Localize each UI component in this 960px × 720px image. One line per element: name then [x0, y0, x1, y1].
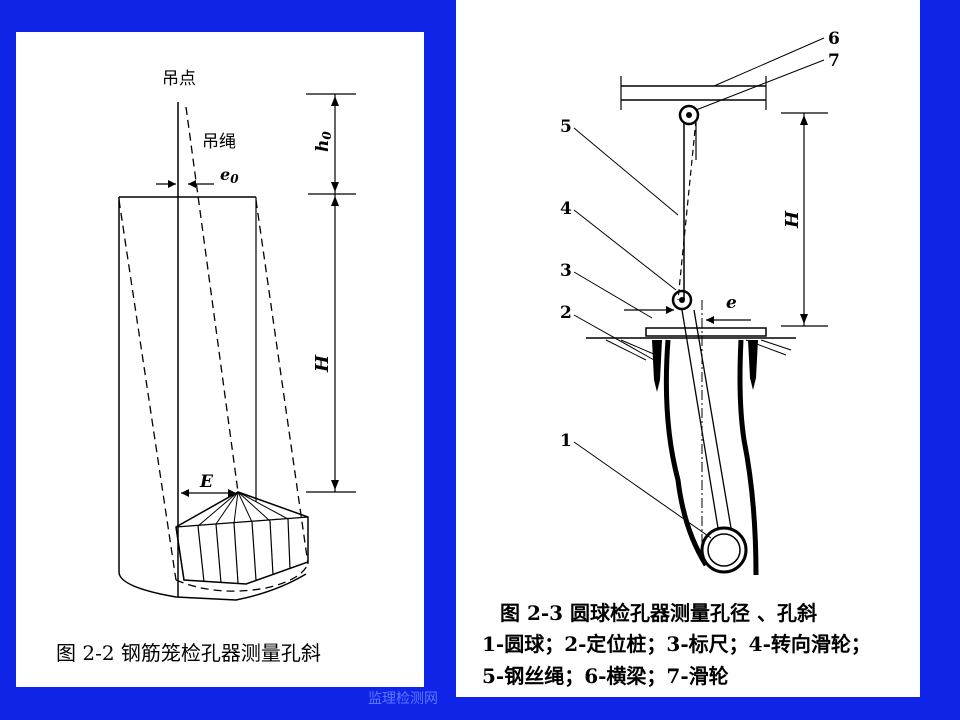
inclined-wall-left-dashed	[118, 199, 177, 581]
label-7: 7	[828, 51, 840, 71]
steering-pulley	[671, 289, 693, 311]
label-e0: e0	[220, 165, 239, 186]
label-H-right: H	[782, 210, 803, 229]
leader-2	[573, 314, 655, 361]
leader-7	[695, 59, 825, 111]
steel-cage	[175, 491, 309, 585]
leader-4	[573, 209, 677, 291]
borehole-wall-right	[737, 339, 759, 576]
watermark-text: 监理检测网	[368, 691, 438, 707]
figure-2-3-caption-legend-2: 5-钢丝绳；6-横梁；7-滑轮	[482, 664, 729, 688]
steel-cage-diagram: 吊点 吊绳 e0 h0 H E	[118, 69, 356, 601]
label-rope: 吊绳	[202, 132, 236, 152]
label-2: 2	[560, 303, 572, 323]
borehole-wall-left	[663, 339, 709, 567]
figure-2-3-caption-title: 图 2-3 圆球检孔器测量孔径 、孔斜	[500, 601, 818, 625]
figure-2-2-caption: 图 2-2 钢筋笼检孔器测量孔斜	[56, 641, 321, 665]
label-hanging-point: 吊点	[162, 69, 196, 89]
label-E: E	[199, 472, 214, 492]
leader-6	[713, 37, 825, 87]
figure-2-3-panel: 5 4 3 2 1 6 7 H e 图 2-3 圆球检孔器测量孔径 、孔斜 1-…	[456, 0, 920, 697]
top-pulley	[678, 104, 700, 126]
label-3: 3	[560, 261, 572, 281]
leader-1	[573, 441, 712, 539]
label-e: e	[726, 293, 737, 313]
positioning-pile-left	[652, 340, 662, 392]
figure-2-2-panel: 吊点 吊绳 e0 h0 H E 图 2-2 钢筋笼检孔器测量孔斜	[16, 32, 424, 687]
ball-detector-diagram: 5 4 3 2 1 6 7 H e	[560, 29, 840, 576]
inclined-wall-right-dashed	[255, 199, 309, 565]
figure-2-3-caption-legend-1: 1-圆球；2-定位桩；3-标尺；4-转向滑轮；	[482, 632, 871, 656]
label-H: H	[312, 354, 333, 373]
leader-5	[573, 127, 679, 216]
scale-ruler	[645, 327, 767, 337]
label-5: 5	[560, 117, 572, 137]
positioning-pile-right	[748, 340, 758, 390]
label-h0: h0	[313, 131, 334, 152]
wire-rope-dashed	[677, 119, 697, 301]
leader-3	[573, 271, 653, 319]
borehole-outline	[118, 197, 307, 601]
inclined-bottom-dashed	[175, 563, 309, 592]
label-6: 6	[828, 29, 840, 49]
inclined-rope-dashed	[185, 106, 239, 493]
label-1: 1	[560, 431, 572, 451]
rope-to-ball	[681, 309, 719, 529]
label-4: 4	[560, 199, 572, 219]
